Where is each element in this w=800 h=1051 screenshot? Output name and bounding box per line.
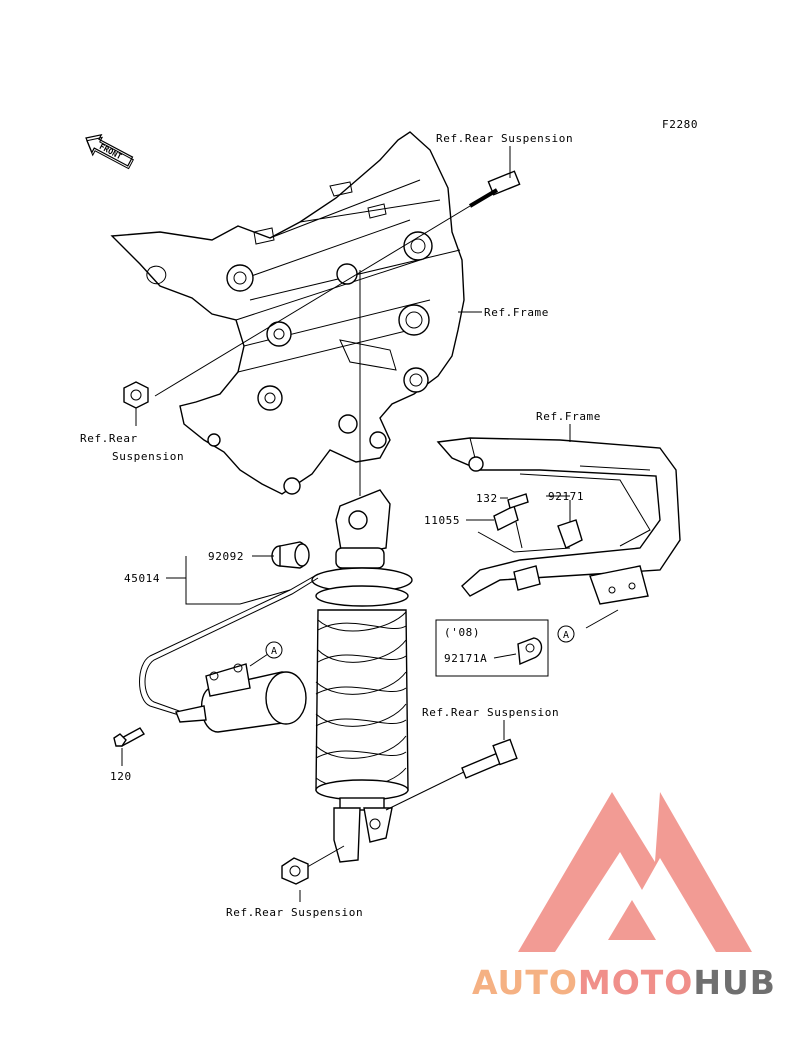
- rear-bolt-top: [154, 170, 521, 397]
- sensor-11055: [493, 504, 523, 549]
- label-ref-frame-2: Ref.Frame: [536, 410, 601, 423]
- label-part-11055: 11055: [424, 514, 460, 527]
- bracket-line: [477, 531, 571, 553]
- label-part-45014: 45014: [124, 572, 160, 585]
- label-ref-rear-suspension-bottom: Ref.Rear Suspension: [226, 906, 363, 919]
- label-ref-frame-1: Ref.Frame: [484, 306, 549, 319]
- label-ref-rear-line2: Suspension: [112, 450, 184, 463]
- label-ref-rear-suspension-top: Ref.Rear Suspension: [436, 132, 573, 145]
- label-part-92092: 92092: [208, 550, 244, 563]
- diagram-code: F2280: [662, 118, 698, 131]
- rear-frame: [436, 437, 681, 605]
- marker-a-left: A: [265, 641, 283, 659]
- frame-body: [110, 131, 465, 495]
- bolt-132: [507, 493, 529, 509]
- label-part-132: 132: [476, 492, 498, 505]
- flange-nut-top: [123, 381, 149, 409]
- label-ref-rear-line1: Ref.Rear: [80, 432, 138, 445]
- label-ref-rear-suspension-mid: Ref.Rear Suspension: [422, 706, 559, 719]
- clamp-92171: [557, 500, 583, 549]
- svg-text:A: A: [563, 630, 569, 641]
- label-year-note: ('08): [444, 626, 480, 639]
- rear-bolt-lower: [385, 738, 518, 811]
- front-arrow-icon: FRONT: [85, 133, 134, 170]
- marker-a-right: A: [557, 625, 575, 643]
- bushing-92092: [271, 541, 310, 569]
- leader-lines: [121, 146, 619, 902]
- label-part-92171: 92171: [548, 490, 584, 503]
- bolt-120: [113, 727, 146, 747]
- shock-reservoir: [139, 573, 319, 733]
- svg-text:A: A: [271, 646, 277, 657]
- watermark-logo: [518, 792, 752, 952]
- year-variant-box: [435, 619, 549, 677]
- label-part-120: 120: [110, 770, 132, 783]
- label-part-92171a: 92171A: [444, 652, 487, 665]
- watermark-text: AUTOMOTOHUB: [472, 963, 776, 1002]
- flange-nut-lower: [281, 845, 345, 885]
